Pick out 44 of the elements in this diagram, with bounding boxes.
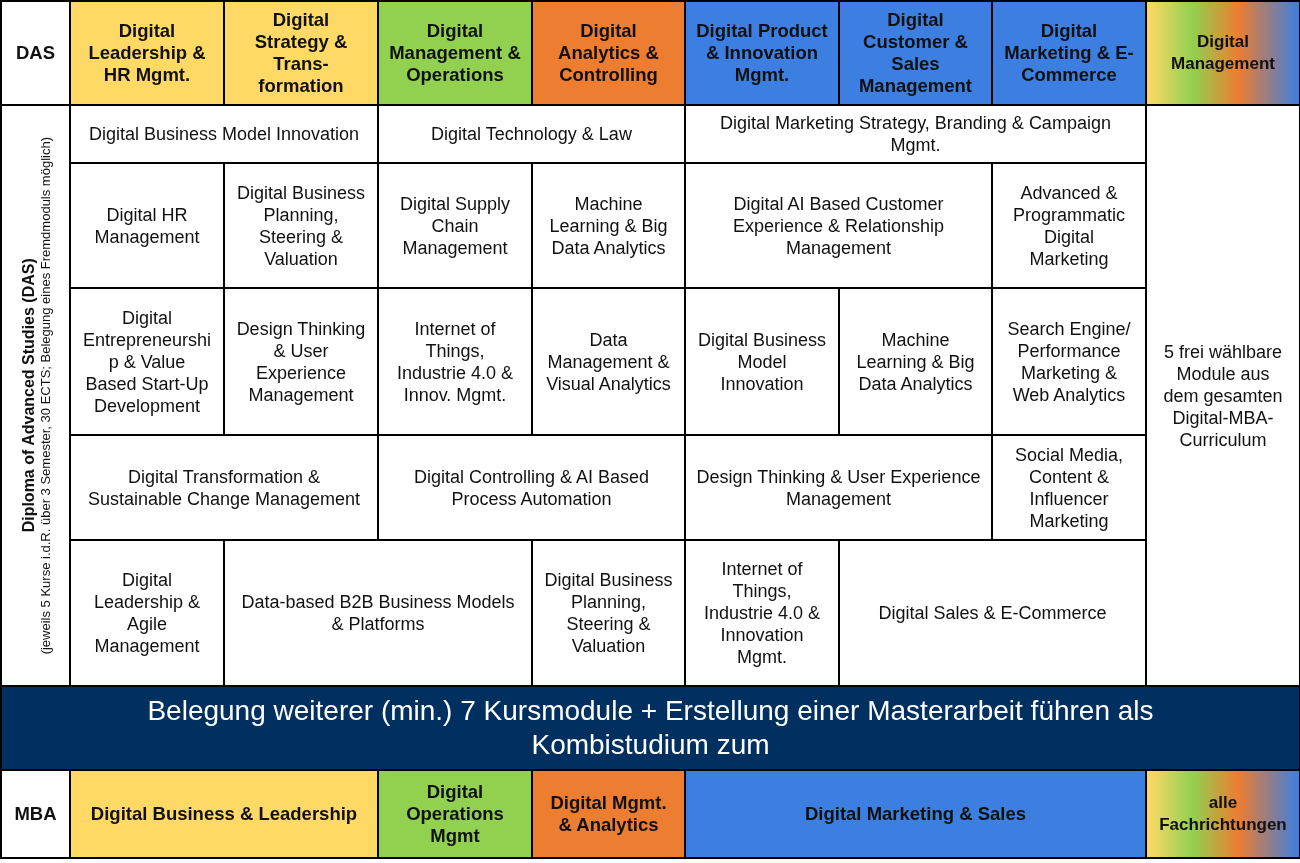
program-header: Digital Marketing & E-Commerce <box>993 2 1145 104</box>
row-label: DAS <box>2 2 69 104</box>
course-cell: Digital AI Based Customer Experience & Relationship Management <box>686 164 991 287</box>
program-header: Digital Leadership & HR Mgmt. <box>71 2 223 104</box>
course-cell: Advanced & Programmatic Digital Marketing <box>993 164 1145 287</box>
side-title: Diploma of Advanced Studies (DAS) <box>18 258 38 533</box>
course-cell: Internet of Things, Industrie 4.0 & Innovation Mgmt. <box>686 541 838 685</box>
program-header: Digital Business & Leadership <box>71 771 377 857</box>
program-header: Digital Strategy & Trans-formation <box>225 2 377 104</box>
program-header: Digital Management & Operations <box>379 2 531 104</box>
course-cell: Digital Technology & Law <box>379 106 684 162</box>
program-header: Digital Management <box>1147 2 1299 104</box>
course-cell: Design Thinking & User Experience Management <box>686 436 991 539</box>
program-header: Digital Operations Mgmt <box>379 771 531 857</box>
course-cell: Internet of Things, Industrie 4.0 & Innov. Mgmt. <box>379 289 531 434</box>
program-header: Digital Analytics & Controlling <box>533 2 684 104</box>
course-cell: Machine Learning & Big Data Analytics <box>840 289 991 434</box>
course-cell: Digital Controlling & AI Based Process Automation <box>379 436 684 539</box>
side-label-panel <box>2 106 69 685</box>
course-cell: Digital Entrepreneurship & Value Based Start-Up Development <box>71 289 223 434</box>
course-cell: Digital Sales & E-Commerce <box>840 541 1145 685</box>
info-banner: Belegung weiterer (min.) 7 Kursmodule + Erstellung einer Masterarbeit führen als Kombistudium zum <box>2 687 1299 769</box>
course-cell: Search Engine/ Performance Marketing & Web Analytics <box>993 289 1145 434</box>
side-note: (jeweils 5 Kurse i.d.R. über 3 Semester, 30 ECTS; Belegung eines Fremdmoduls möglich) <box>37 136 53 655</box>
course-cell: 5 frei wählbare Module aus dem gesamten Digital-MBA-Curriculum <box>1147 106 1299 685</box>
program-header: Digital Product & Innovation Mgmt. <box>686 2 838 104</box>
program-header: Digital Marketing & Sales <box>686 771 1145 857</box>
row-label: MBA <box>2 771 69 857</box>
course-cell: Data-based B2B Business Models & Platforms <box>225 541 531 685</box>
program-header: Digital Customer & Sales Management <box>840 2 991 104</box>
program-header: Digital Mgmt. & Analytics <box>533 771 684 857</box>
course-cell: Digital Business Planning, Steering & Valuation <box>225 164 377 287</box>
course-cell: Data Management & Visual Analytics <box>533 289 684 434</box>
course-cell: Digital Business Planning, Steering & Valuation <box>533 541 684 685</box>
course-cell: Digital Supply Chain Management <box>379 164 531 287</box>
course-cell: Digital Business Model Innovation <box>71 106 377 162</box>
course-cell: Digital HR Management <box>71 164 223 287</box>
course-cell: Social Media, Content & Influencer Marketing <box>993 436 1145 539</box>
course-cell: Design Thinking & User Experience Management <box>225 289 377 434</box>
course-cell: Digital Business Model Innovation <box>686 289 838 434</box>
course-cell: Digital Transformation & Sustainable Change Management <box>71 436 377 539</box>
course-cell: Machine Learning & Big Data Analytics <box>533 164 684 287</box>
course-cell: Digital Marketing Strategy, Branding & Campaign Mgmt. <box>686 106 1145 162</box>
course-cell: Digital Leadership & Agile Management <box>71 541 223 685</box>
